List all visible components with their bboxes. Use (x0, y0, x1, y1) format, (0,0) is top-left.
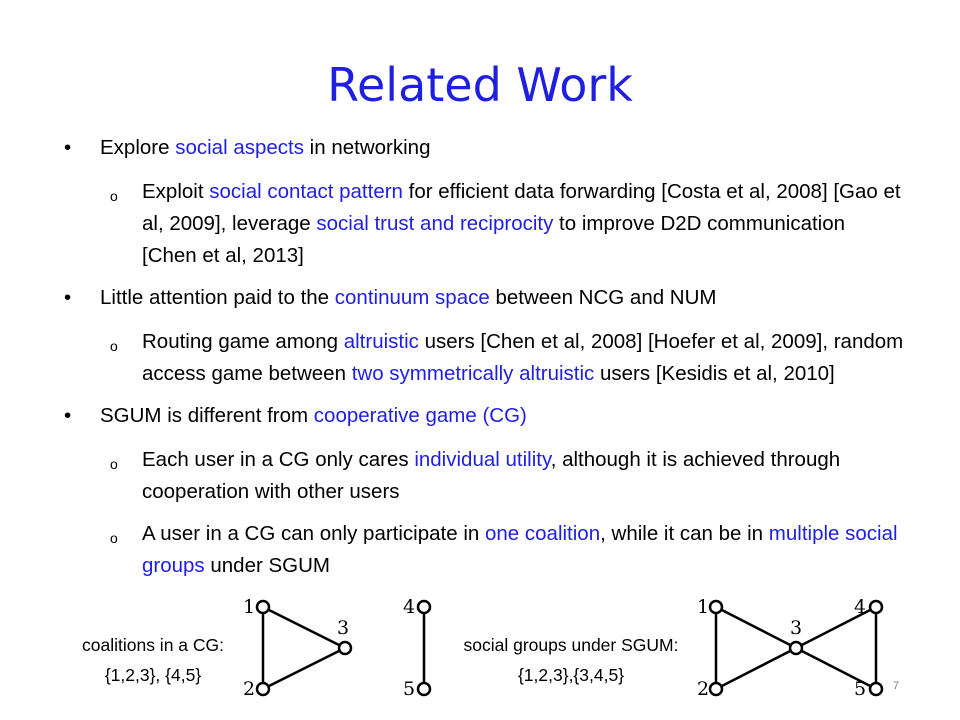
social-group-graph: 1 2 3 4 5 (697, 596, 884, 700)
highlighted-text: continuum space (334, 286, 490, 309)
highlighted-text: individual utility (414, 448, 551, 471)
text-segment: SGUM is different from (100, 404, 314, 427)
node-label-2: 2 (697, 678, 709, 700)
node-label-3: 3 (337, 617, 349, 639)
sub-bullet-icon: o (110, 456, 118, 472)
node-label-1: 1 (697, 596, 709, 618)
bullet-dot-icon: • (64, 136, 72, 159)
highlighted-text: altruistic (343, 330, 419, 353)
sub-bullet-item: o Each user in a CG only cares individual… (64, 444, 904, 508)
edge-1-3 (715, 605, 797, 650)
coalition-caption-line-2: {1,2,3}, {4,5} (104, 665, 202, 685)
bullet-dot-icon: • (64, 286, 72, 309)
text-segment: in networking (303, 136, 431, 159)
highlighted-text: two symmetrically altruistic (351, 362, 595, 385)
node-label-2: 2 (243, 678, 255, 700)
sub-bullet-item: o Exploit social contact pattern for effi… (64, 176, 904, 272)
highlighted-text: social trust and reciprocity (316, 212, 554, 235)
bullet-item: • Explore social aspects in networking (64, 132, 904, 164)
text-segment: users [Chen et al, 2008] [Hoefer et al, … (142, 330, 904, 385)
coalition-caption-line-1: coalitions in a CG: (81, 635, 224, 655)
text-segment: , while it can be in (600, 522, 769, 545)
node-3 (337, 640, 353, 656)
text-segment: Explore (100, 136, 176, 159)
edge-4-3 (795, 605, 877, 650)
highlighted-text: social aspects (175, 136, 304, 159)
highlighted-text: multiple social groups (142, 522, 898, 577)
text-segment: under SGUM (204, 554, 331, 577)
social-group-caption-line-1: social groups under SGUM: (463, 635, 679, 655)
node-1 (708, 599, 724, 615)
text-segment: for efficient data forwarding [Costa et … (142, 180, 901, 235)
bullet-item: • SGUM is different from cooperative game… (64, 400, 904, 432)
social-group-caption-line-2: {1,2,3},{3,4,5} (517, 665, 625, 685)
node-5 (416, 681, 432, 697)
node-2 (708, 681, 724, 697)
node-label-4: 4 (403, 596, 415, 618)
edge-2-3 (715, 646, 797, 691)
slide-title: Related Work (327, 58, 633, 112)
page-number: 7 (893, 680, 900, 692)
bullet-dot-icon: • (64, 404, 72, 427)
bullet-item: • Little attention paid to the continuum … (64, 282, 904, 314)
text-segment: Each user in a CG only cares (142, 448, 415, 471)
node-4 (416, 599, 432, 615)
sub-bullet-icon: o (110, 188, 118, 204)
text-segment: to improve D2D communication [Chen et al… (142, 212, 846, 267)
text-segment: between NCG and NUM (489, 286, 717, 309)
node-4 (868, 599, 884, 615)
node-label-1: 1 (243, 596, 255, 618)
text-segment: Exploit (142, 180, 210, 203)
sub-bullet-item: o Routing game among altruistic users [Ch… (64, 326, 904, 390)
sub-bullet-icon: o (110, 338, 118, 354)
node-label-5: 5 (854, 678, 866, 700)
node-2 (255, 681, 271, 697)
text-segment: , although it is achieved through cooper… (142, 448, 841, 503)
edge-2-3 (262, 646, 346, 691)
sub-bullet-icon: o (110, 530, 118, 546)
text-segment: Routing game among (142, 330, 344, 353)
node-5 (868, 681, 884, 697)
node-label-3: 3 (790, 617, 802, 639)
node-3 (788, 640, 804, 656)
group-diagrams: 1 2 3 4 5 1 2 3 4 5 (243, 596, 884, 700)
highlighted-text: social contact pattern (209, 180, 403, 203)
text-segment: users [Kesidis et al, 2010] (594, 362, 835, 385)
coalition-caption: coalitions in a CG: {1,2,3}, {4,5} (58, 630, 248, 690)
social-group-caption: social groups under SGUM: {1,2,3},{3,4,5… (436, 630, 706, 690)
text-segment: A user in a CG can only participate in (142, 522, 485, 545)
edge-5-3 (795, 646, 877, 691)
highlighted-text: one coalition (485, 522, 601, 545)
node-label-5: 5 (403, 678, 415, 700)
bullet-list: • Explore social aspects in networking o Ex… (64, 132, 904, 592)
coalition-graph: 1 2 3 4 5 (243, 596, 432, 700)
highlighted-text: cooperative game (CG) (313, 404, 527, 427)
node-label-4: 4 (854, 596, 866, 618)
edge-1-3 (262, 605, 346, 650)
node-1 (255, 599, 271, 615)
text-segment: Little attention paid to the (100, 286, 335, 309)
